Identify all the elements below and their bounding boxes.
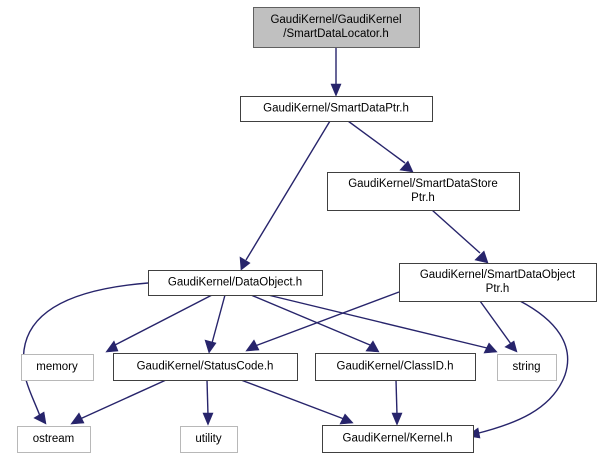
edge-dataobject-to-statuscode xyxy=(211,294,226,344)
node-label-utility: utility xyxy=(195,433,221,445)
node-box-memory[interactable] xyxy=(21,354,94,381)
node-label-smartdataptr: GaudiKernel/SmartDataPtr.h xyxy=(263,103,409,115)
node-box-utility[interactable] xyxy=(180,426,238,453)
arrowhead-classid-to-kernel xyxy=(391,412,403,426)
node-box-kernel[interactable] xyxy=(322,425,474,453)
node-box-statuscode[interactable] xyxy=(113,353,298,381)
arrowhead-smartdatastoreptr-to-smartdataobjectptr xyxy=(474,250,489,264)
node-label-smartdataobjectptr: Ptr.h xyxy=(486,283,510,295)
node-ostream[interactable]: ostream xyxy=(17,426,91,453)
arrowhead-root-to-smartdataptr xyxy=(330,83,342,97)
arrowhead-statuscode-to-ostream xyxy=(70,412,85,425)
edge-smartdataptr-to-dataobject xyxy=(245,120,331,261)
node-root[interactable]: GaudiKernel/GaudiKernel/SmartDataLocator… xyxy=(253,7,420,48)
node-label-memory: memory xyxy=(36,361,78,373)
edge-smartdataobjectptr-to-string xyxy=(479,300,512,345)
edge-dataobject-to-memory xyxy=(114,294,213,346)
arrowhead-dataobject-to-ostream xyxy=(33,411,47,425)
edge-smartdatastoreptr-to-smartdataobjectptr xyxy=(431,209,481,254)
edge-dataobject-to-classid xyxy=(250,294,371,346)
nodes-layer: GaudiKernel/GaudiKernel/SmartDataLocator… xyxy=(17,7,597,453)
arrowhead-dataobject-to-statuscode xyxy=(204,339,217,354)
arrowhead-statuscode-to-kernel xyxy=(339,413,354,425)
edges-layer xyxy=(22,47,569,439)
edge-classid-to-kernel xyxy=(395,379,398,416)
node-box-classid[interactable] xyxy=(315,353,476,381)
node-label-smartdatastoreptr: Ptr.h xyxy=(411,192,435,204)
node-label-ostream: ostream xyxy=(33,433,75,445)
node-label-smartdataobjectptr: GaudiKernel/SmartDataObject xyxy=(420,269,576,281)
edge-statuscode-to-utility xyxy=(206,379,209,416)
node-box-dataobject[interactable] xyxy=(148,270,323,296)
node-label-classid: GaudiKernel/ClassID.h xyxy=(337,361,454,373)
edge-smartdataobjectptr-to-statuscode xyxy=(254,291,400,347)
arrowhead-smartdataobjectptr-to-string xyxy=(504,340,518,353)
node-string[interactable]: string xyxy=(497,354,557,381)
node-box-smartdataptr[interactable] xyxy=(240,96,433,122)
arrowhead-smartdataptr-to-smartdatastoreptr xyxy=(399,160,414,173)
node-memory[interactable]: memory xyxy=(21,354,94,381)
node-box-ostream[interactable] xyxy=(17,426,91,453)
node-label-root: GaudiKernel/GaudiKernel xyxy=(270,14,401,26)
node-statuscode[interactable]: GaudiKernel/StatusCode.h xyxy=(113,353,298,381)
node-smartdataptr[interactable]: GaudiKernel/SmartDataPtr.h xyxy=(240,96,433,122)
edge-statuscode-to-kernel xyxy=(240,379,345,420)
arrowhead-dataobject-to-memory xyxy=(105,340,119,353)
node-label-statuscode: GaudiKernel/StatusCode.h xyxy=(137,361,274,373)
edge-smartdataptr-to-smartdatastoreptr xyxy=(347,120,406,164)
arrowhead-statuscode-to-utility xyxy=(202,412,214,426)
arrowhead-dataobject-to-string xyxy=(483,342,498,354)
node-classid[interactable]: GaudiKernel/ClassID.h xyxy=(315,353,476,381)
edge-dataobject-to-ostream xyxy=(22,282,149,417)
node-box-smartdatastoreptr[interactable] xyxy=(327,172,520,211)
node-box-root[interactable] xyxy=(253,7,420,48)
node-label-kernel: GaudiKernel/Kernel.h xyxy=(343,433,453,445)
node-utility[interactable]: utility xyxy=(180,426,238,453)
edge-smartdataobjectptr-to-kernel xyxy=(474,300,569,435)
node-dataobject[interactable]: GaudiKernel/DataObject.h xyxy=(148,270,323,296)
node-box-string[interactable] xyxy=(497,354,557,381)
arrowhead-smartdataobjectptr-to-statuscode xyxy=(245,339,260,352)
edge-dataobject-to-string xyxy=(267,294,488,349)
node-label-dataobject: GaudiKernel/DataObject.h xyxy=(168,277,302,289)
node-label-string: string xyxy=(512,361,540,373)
arrowhead-smartdataptr-to-dataobject xyxy=(239,256,251,271)
edge-statuscode-to-ostream xyxy=(79,379,167,420)
node-label-smartdatastoreptr: GaudiKernel/SmartDataStore xyxy=(348,178,498,190)
node-kernel[interactable]: GaudiKernel/Kernel.h xyxy=(322,425,474,453)
node-box-smartdataobjectptr[interactable] xyxy=(399,263,597,302)
node-label-root: /SmartDataLocator.h xyxy=(283,28,388,40)
arrowhead-dataobject-to-classid xyxy=(365,340,380,353)
